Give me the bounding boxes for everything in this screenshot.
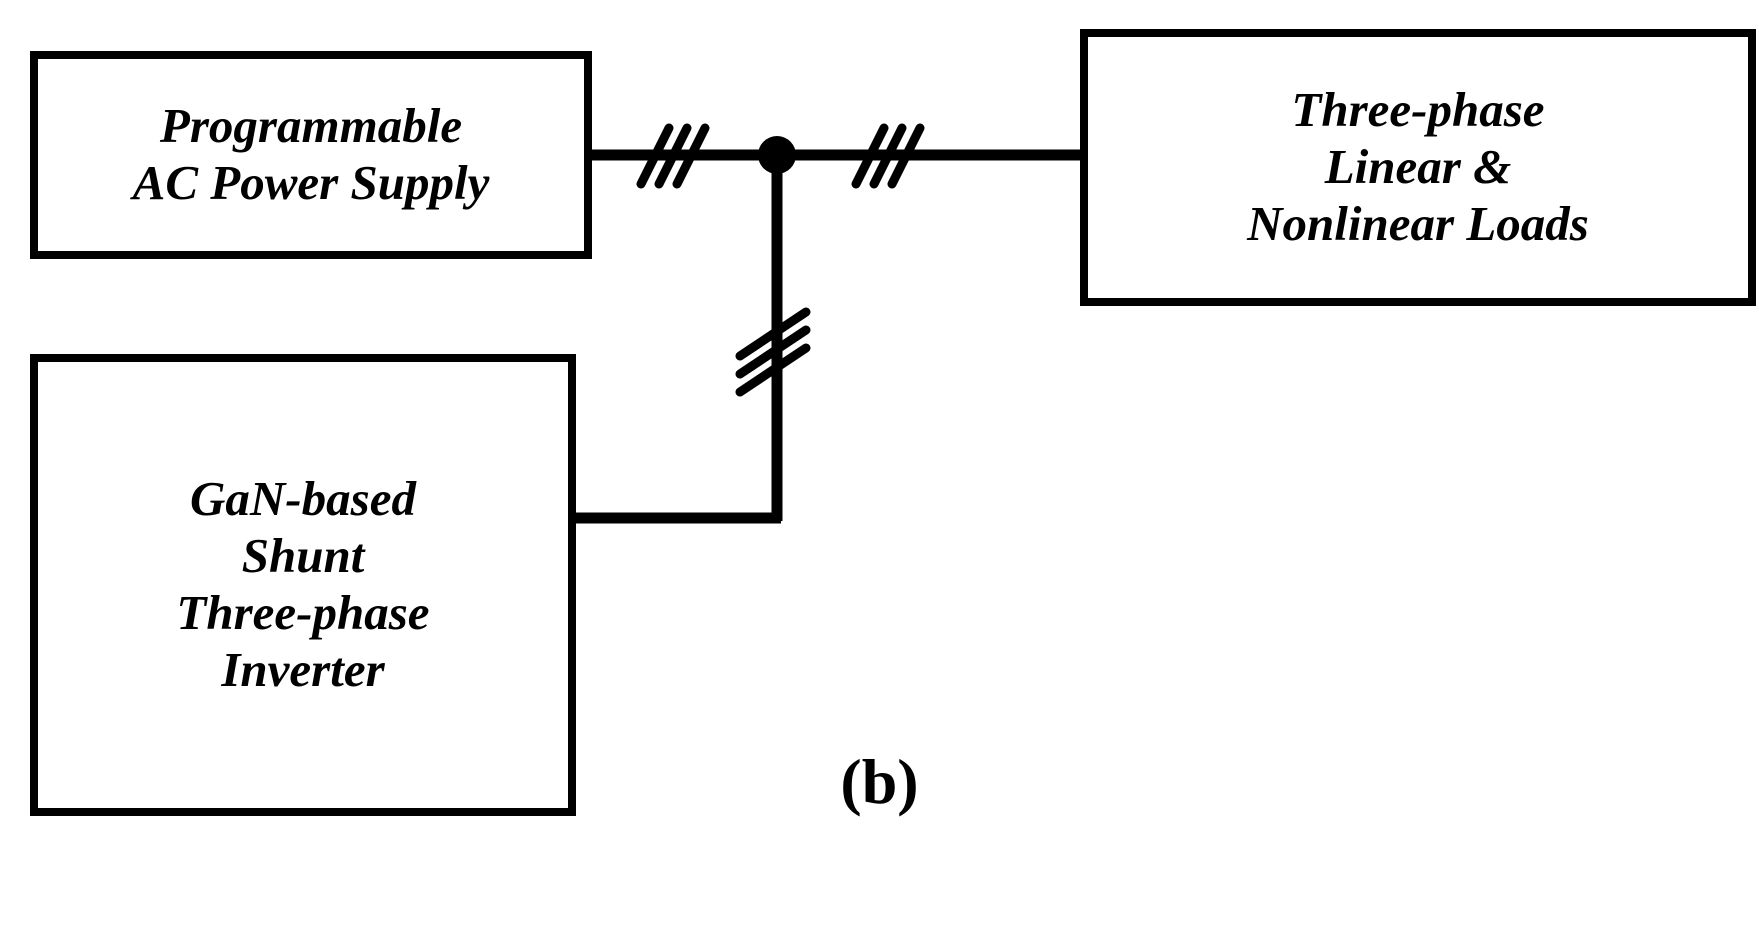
block-loads-line-2: Linear & (1324, 139, 1512, 195)
block-gan-based-shunt-three-phase-inverter[interactable]: GaN-based Shunt Three-phase Inverter (30, 354, 576, 816)
block-inverter-line-3: Three-phase (176, 585, 430, 640)
block-power-supply-line-1: Programmable (159, 98, 463, 154)
block-power-supply-line-2: AC Power Supply (132, 155, 490, 210)
block-loads-line-3: Nonlinear Loads (1247, 195, 1589, 251)
figure-caption: (b) (840, 746, 919, 817)
three-phase-slash-supply (636, 123, 710, 189)
block-loads-line-1: Three-phase (1291, 82, 1545, 138)
block-inverter-line-4: Inverter (221, 641, 385, 697)
block-inverter-line-2: Shunt (241, 528, 365, 584)
block-three-phase-linear-nonlinear-loads[interactable]: Three-phase Linear & Nonlinear Loads (1080, 29, 1756, 306)
bus-junction-dot (758, 136, 796, 174)
three-phase-slash-inverter (735, 307, 811, 397)
three-phase-slash-loads (851, 123, 925, 189)
block-inverter-line-1: GaN-based (190, 471, 416, 527)
block-programmable-ac-power-supply[interactable]: Programmable AC Power Supply (30, 51, 592, 259)
